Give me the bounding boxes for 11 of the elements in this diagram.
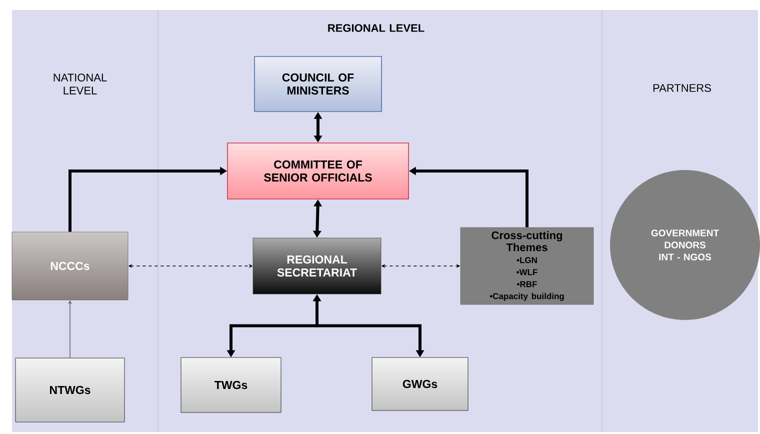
council-box: COUNCIL OF MINISTERS <box>254 56 382 112</box>
level-heading: NATIONAL LEVEL <box>54 74 107 94</box>
level-heading: REGIONAL LEVEL <box>328 24 424 32</box>
committee-box: COMMITTEE OF SENIOR OFFICIALS <box>227 142 409 200</box>
process-box: NCCCs <box>12 232 128 300</box>
themes-box: Cross-cutting Themes •LGN •WLF •RBF •Capacity building <box>460 227 594 305</box>
process-box: GWGs <box>372 357 468 411</box>
process-box: NTWGs <box>15 358 125 422</box>
secretariat-box: REGIONAL SECRETARIAT <box>252 238 382 294</box>
level-heading: PARTNERS <box>653 84 711 92</box>
process-box: TWGs <box>180 357 282 413</box>
